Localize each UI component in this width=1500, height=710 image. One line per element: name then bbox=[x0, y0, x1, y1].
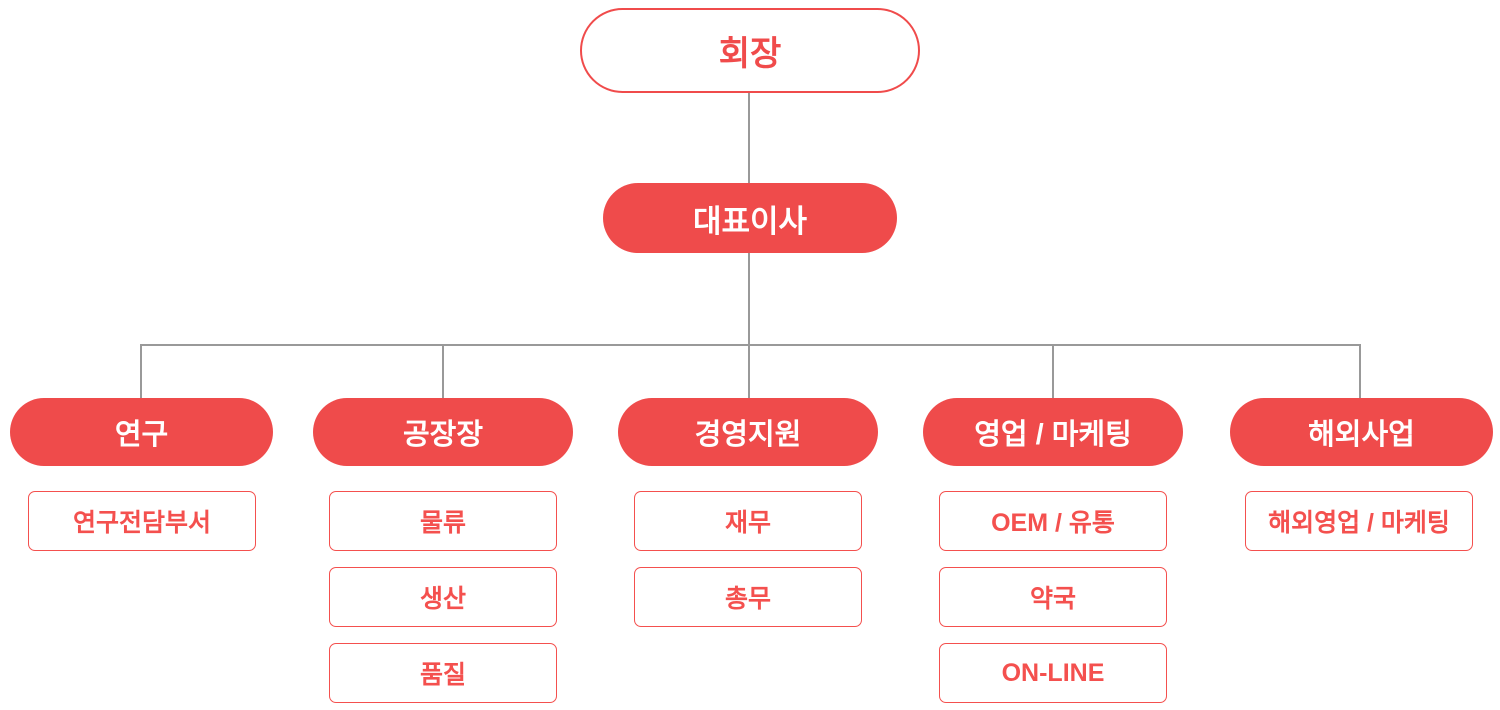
org-subnode-oem-distribution: OEM / 유통 bbox=[939, 491, 1167, 551]
connector-crossbar bbox=[141, 344, 1361, 346]
connector-stub-overseas bbox=[1359, 344, 1361, 399]
org-node-sales-marketing: 영업 / 마케팅 bbox=[923, 398, 1183, 466]
connector-stub-factory bbox=[442, 344, 444, 399]
org-subnode-pharmacy: 약국 bbox=[939, 567, 1167, 627]
connector-ceo-crossbar bbox=[748, 253, 750, 344]
org-subnode-logistics: 물류 bbox=[329, 491, 557, 551]
connector-stub-research bbox=[140, 344, 142, 399]
org-subnode-overseas-sales-marketing: 해외영업 / 마케팅 bbox=[1245, 491, 1473, 551]
org-subnode-finance: 재무 bbox=[634, 491, 862, 551]
org-subnode-research-dedicated: 연구전담부서 bbox=[28, 491, 256, 551]
connector-chairman-ceo bbox=[748, 93, 750, 183]
org-subnode-online: ON-LINE bbox=[939, 643, 1167, 703]
org-node-overseas: 해외사업 bbox=[1230, 398, 1493, 466]
org-subnode-general-affairs: 총무 bbox=[634, 567, 862, 627]
org-subnode-production: 생산 bbox=[329, 567, 557, 627]
org-node-chairman: 회장 bbox=[580, 8, 920, 93]
connector-stub-mgmt bbox=[748, 344, 750, 399]
connector-stub-sales bbox=[1052, 344, 1054, 399]
org-node-research: 연구 bbox=[10, 398, 273, 466]
org-node-ceo: 대표이사 bbox=[603, 183, 897, 253]
org-node-mgmt-support: 경영지원 bbox=[618, 398, 878, 466]
org-subnode-quality: 품질 bbox=[329, 643, 557, 703]
org-node-factory: 공장장 bbox=[313, 398, 573, 466]
